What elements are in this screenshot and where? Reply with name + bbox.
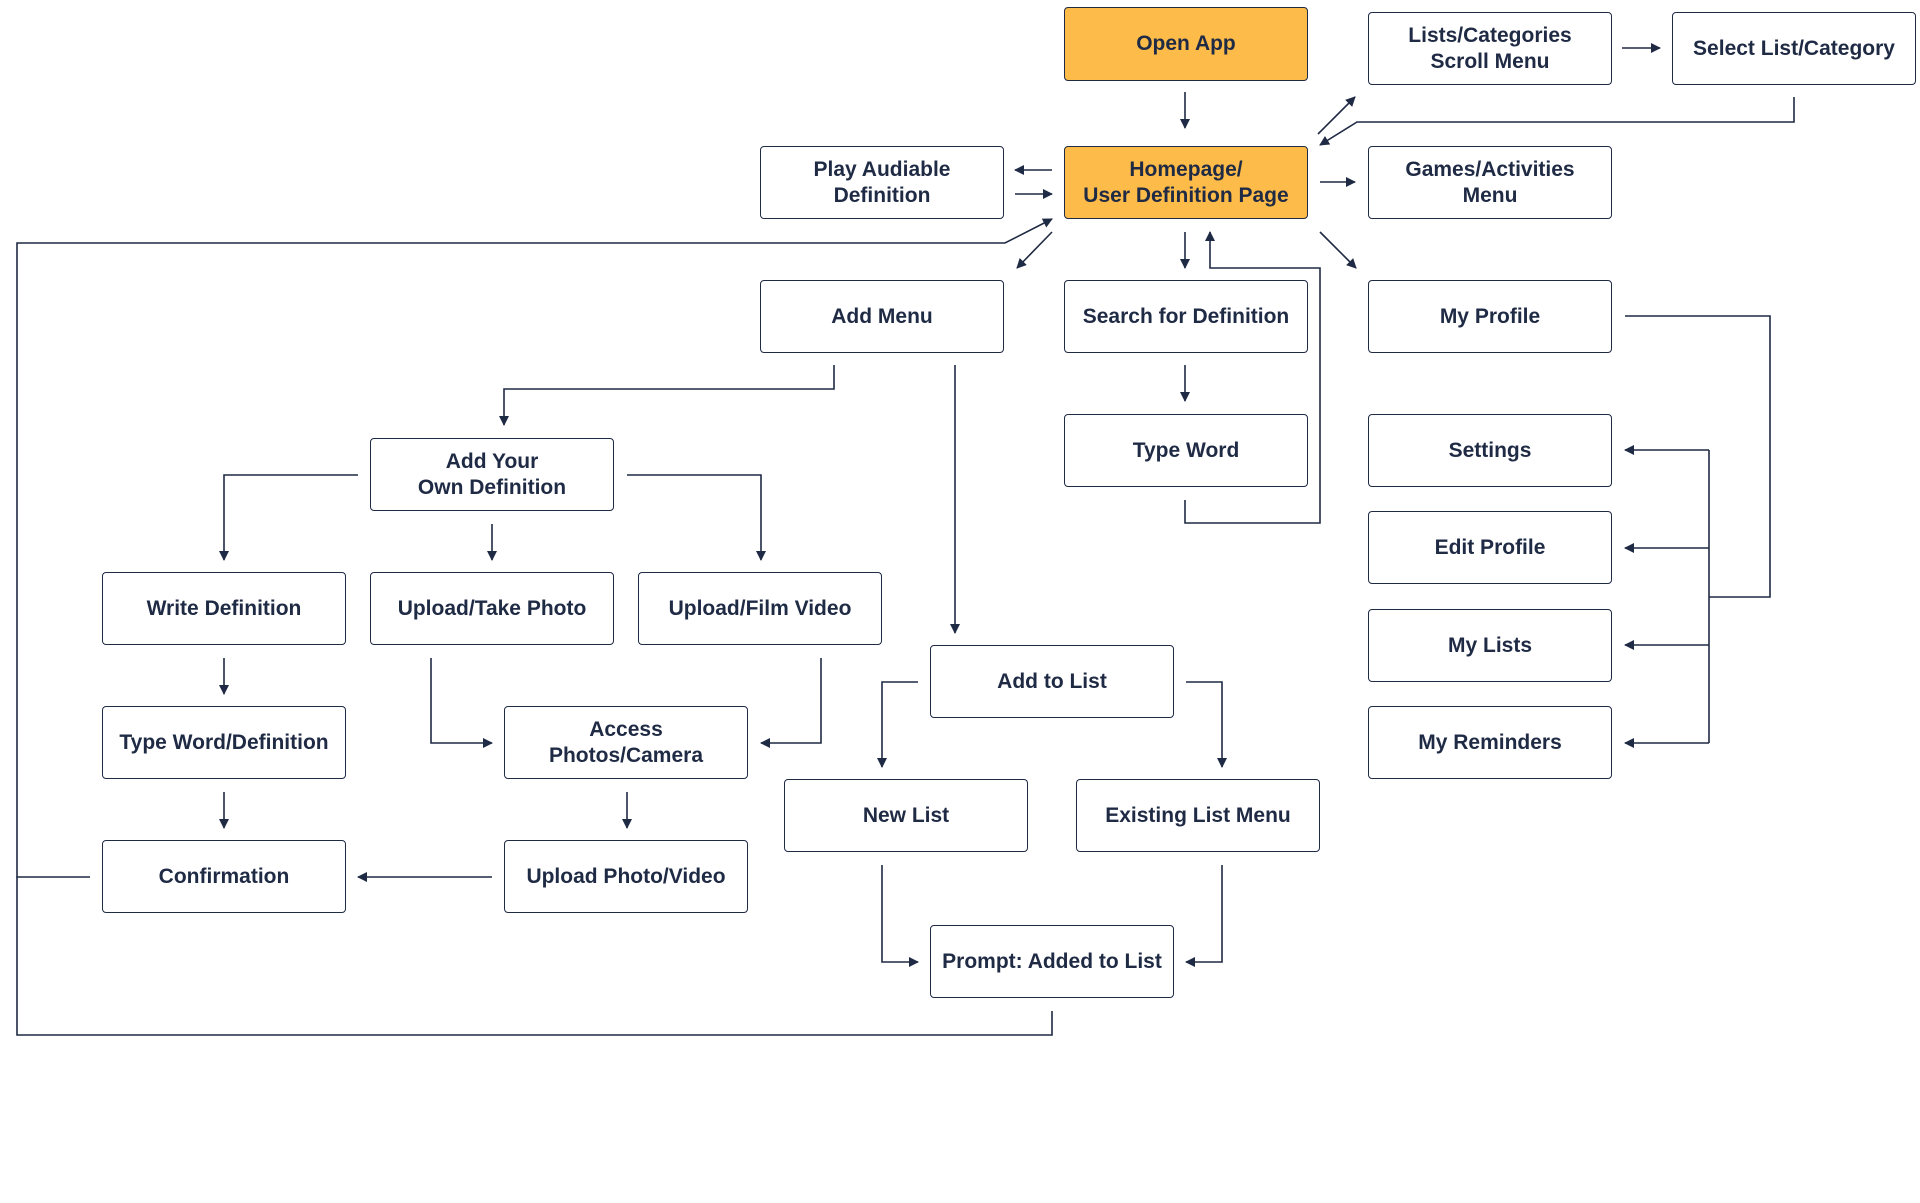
connector-add-menu-to-own-def [499, 365, 835, 426]
connector-own-def-to-video [627, 474, 766, 561]
node-lists-categories-scroll-menu: Lists/Categories Scroll Menu [1368, 12, 1612, 85]
connector-video-to-access [760, 658, 822, 748]
node-access-photos-camera: Access Photos/Camera [504, 706, 748, 779]
node-add-to-list: Add to List [930, 645, 1174, 718]
connector-new-to-prompt [881, 865, 919, 967]
connector-add-to-list-to-existing [1186, 681, 1227, 768]
node-edit-profile: Edit Profile [1368, 511, 1612, 584]
node-my-reminders: My Reminders [1368, 706, 1612, 779]
connector-homepage-to-lists [1317, 96, 1356, 135]
node-open-app: Open App [1064, 7, 1308, 81]
node-existing-list-menu: Existing List Menu [1076, 779, 1320, 852]
node-games-activities-menu: Games/Activities Menu [1368, 146, 1612, 219]
node-add-menu: Add Menu [760, 280, 1004, 353]
connector-select-to-homepage [1319, 97, 1795, 146]
connector-homepage-to-profile [1319, 231, 1357, 269]
connector-confirmation-to-homepage [16, 218, 1053, 878]
connector-prompt-to-homepage [16, 877, 1053, 1036]
node-upload-take-photo: Upload/Take Photo [370, 572, 614, 645]
connector-profile-bracket [1625, 315, 1771, 598]
node-my-lists: My Lists [1368, 609, 1612, 682]
node-type-word-definition: Type Word/Definition [102, 706, 346, 779]
connector-photo-to-access [430, 658, 493, 748]
connector-homepage-to-add-menu [1016, 231, 1053, 269]
connector-type-word-to-homepage [1184, 231, 1321, 524]
node-confirmation: Confirmation [102, 840, 346, 913]
node-new-list: New List [784, 779, 1028, 852]
node-upload-photo-video: Upload Photo/Video [504, 840, 748, 913]
node-select-list-category: Select List/Category [1672, 12, 1916, 85]
node-write-definition: Write Definition [102, 572, 346, 645]
node-search-for-definition: Search for Definition [1064, 280, 1308, 353]
node-type-word: Type Word [1064, 414, 1308, 487]
node-homepage: Homepage/ User Definition Page [1064, 146, 1308, 219]
node-settings: Settings [1368, 414, 1612, 487]
connector-add-to-list-to-new [877, 681, 918, 768]
connector-existing-to-prompt [1185, 865, 1223, 967]
node-play-audiable-definition: Play Audiable Definition [760, 146, 1004, 219]
connector-own-def-to-write [219, 474, 358, 561]
node-prompt-added-to-list: Prompt: Added to List [930, 925, 1174, 998]
node-my-profile: My Profile [1368, 280, 1612, 353]
node-upload-film-video: Upload/Film Video [638, 572, 882, 645]
node-add-your-own-definition: Add Your Own Definition [370, 438, 614, 511]
